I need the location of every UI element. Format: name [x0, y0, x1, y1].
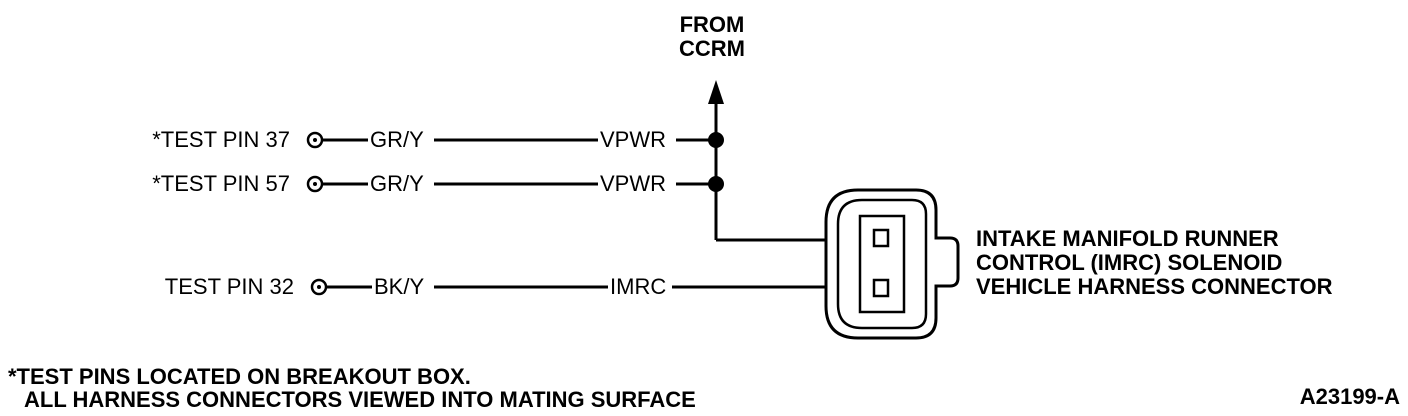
test-pin-57-circuit: VPWR	[600, 171, 666, 196]
test-pin-57-wire-color: GR/Y	[370, 171, 424, 196]
up-arrow-icon	[708, 80, 724, 104]
source-label-line1: FROM	[680, 12, 745, 37]
footnote-line1: *TEST PINS LOCATED ON BREAKOUT BOX.	[8, 364, 471, 389]
connector-label-line2: CONTROL (IMRC) SOLENOID	[976, 250, 1282, 275]
imrc-connector	[824, 188, 960, 340]
test-pin-57-terminal-dot	[313, 182, 317, 186]
figure-id: A23199-A	[1300, 384, 1400, 409]
splice-dot-2	[708, 176, 724, 192]
connector-label-line1: INTAKE MANIFOLD RUNNER	[976, 226, 1279, 251]
test-pin-37-terminal-dot	[313, 138, 317, 142]
terminal-2	[872, 278, 890, 298]
test-pin-32-label: TEST PIN 32	[165, 274, 294, 299]
test-pin-37-circuit: VPWR	[600, 127, 666, 152]
test-pin-57-label: *TEST PIN 57	[152, 171, 290, 196]
terminal-1	[872, 228, 890, 248]
test-pin-32-circuit: IMRC	[610, 274, 666, 299]
test-pin-32-wire-color: BK/Y	[374, 274, 424, 299]
source-label-line2: CCRM	[679, 36, 745, 61]
test-pin-37-wire-color: GR/Y	[370, 127, 424, 152]
footnote-line2: ALL HARNESS CONNECTORS VIEWED INTO MATIN…	[24, 387, 696, 412]
connector-label-line3: VEHICLE HARNESS CONNECTOR	[976, 274, 1333, 299]
test-pin-37-label: *TEST PIN 37	[152, 127, 290, 152]
splice-dot-1	[708, 132, 724, 148]
test-pin-32-terminal-dot	[317, 285, 321, 289]
